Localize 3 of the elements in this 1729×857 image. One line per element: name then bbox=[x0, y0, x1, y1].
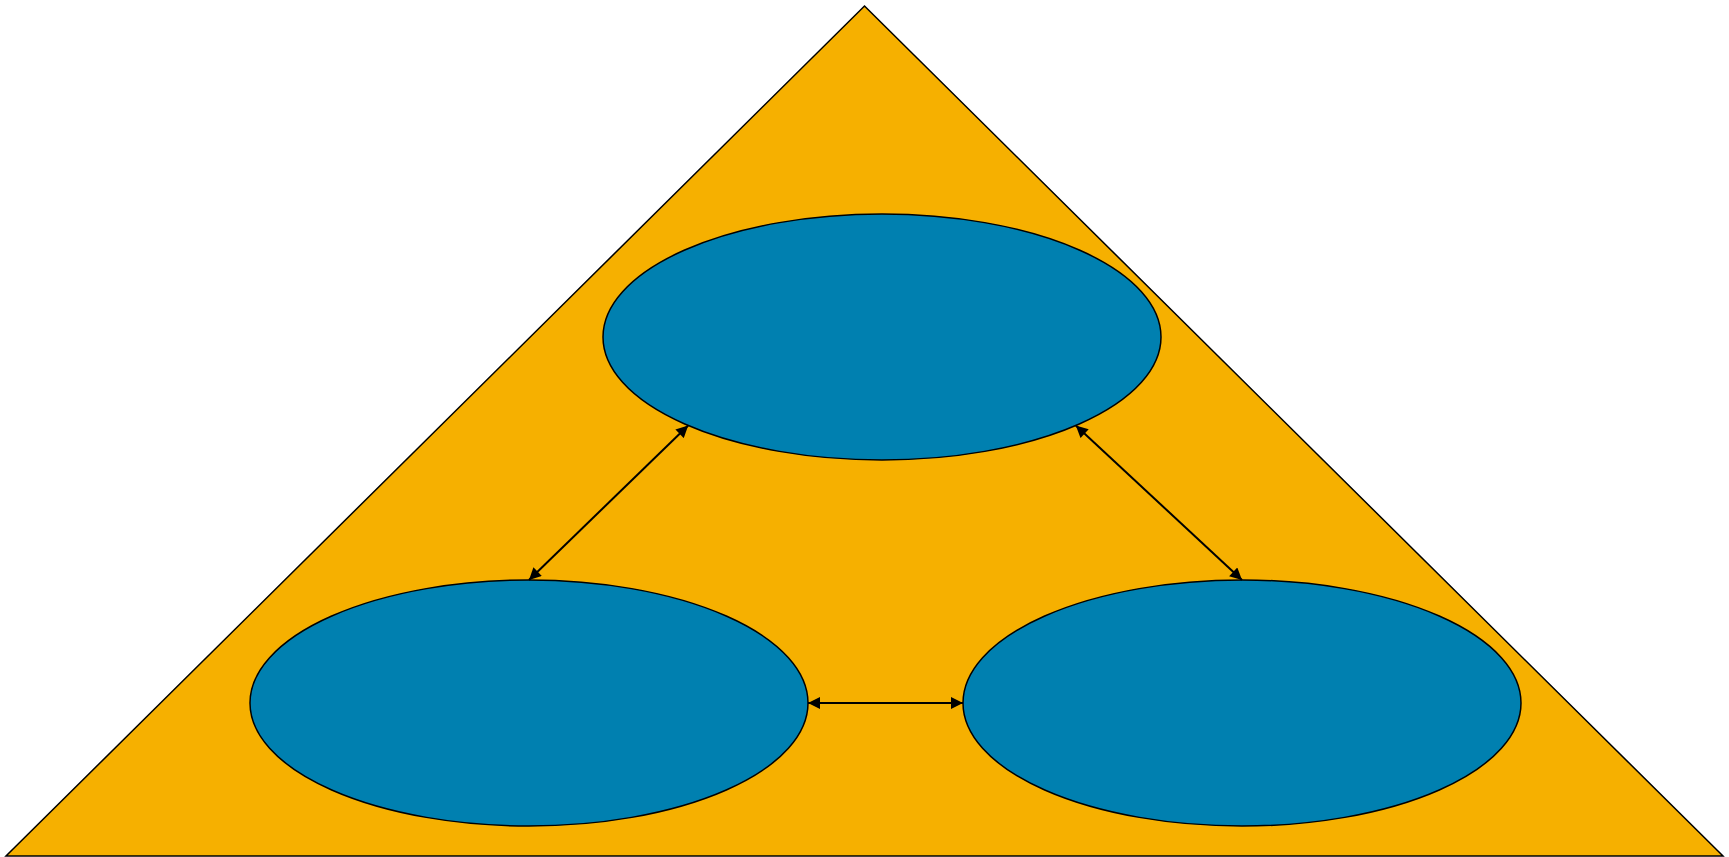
double-arrow bbox=[528, 424, 690, 581]
double-arrow bbox=[807, 697, 964, 709]
double-arrow bbox=[1074, 424, 1243, 581]
